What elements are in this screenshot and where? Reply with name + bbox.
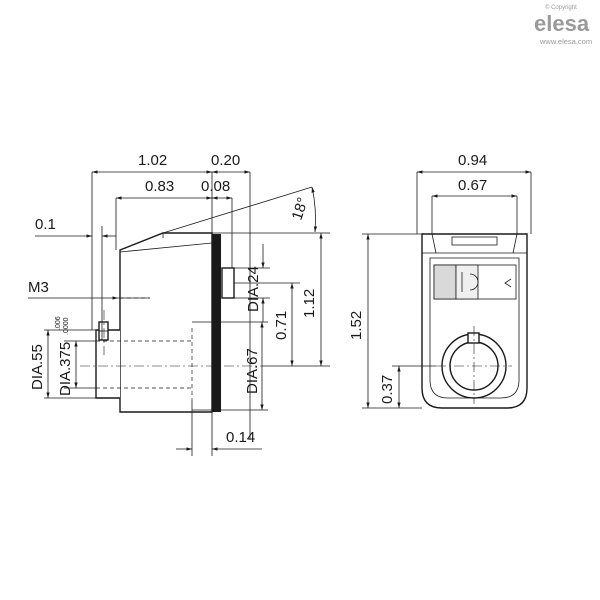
dim-0-08: 0.08	[201, 178, 230, 195]
dim-0-94: 0.94	[458, 152, 487, 169]
top-slot	[451, 236, 498, 246]
logo-text: elesa	[534, 11, 590, 36]
top-bevel-left	[431, 233, 437, 254]
angle-arc	[311, 186, 318, 233]
copyright-text: © Copyright	[545, 4, 577, 11]
tol-lower: .0000	[63, 317, 70, 335]
front-view	[421, 233, 528, 409]
dim-0-20: 0.20	[211, 152, 240, 169]
dim-0-71: 0.71	[273, 311, 290, 340]
counter-drum	[433, 264, 457, 300]
dim-m3: M3	[28, 279, 49, 296]
pin-boss	[221, 267, 235, 299]
bore-screw	[467, 332, 480, 344]
inner-frame	[429, 257, 520, 399]
dim-0-14: 0.14	[226, 429, 255, 446]
counter-digit	[455, 264, 479, 300]
dim-0-1: 0.1	[35, 216, 56, 233]
digit-glyph	[469, 273, 479, 291]
front-dimensions: 0.94 0.67 1.52 0.37	[348, 152, 532, 409]
dim-1-52: 1.52	[348, 311, 365, 340]
dim-18-deg: 18°	[289, 195, 312, 222]
brand-logo: © Copyright elesa www.elesa.com	[534, 4, 592, 46]
dim-dia-67: DIA.67	[244, 348, 261, 394]
dim-0-83: 0.83	[145, 178, 174, 195]
dim-1-12: 1.12	[301, 289, 318, 318]
housing-outline	[119, 232, 213, 413]
index-arrow	[504, 278, 512, 288]
dim-dia-375: DIA.375	[57, 342, 74, 396]
front-rim	[212, 234, 221, 412]
tol-upper: .006	[55, 316, 62, 330]
dim-0-67: 0.67	[458, 177, 487, 194]
dim-1-02: 1.02	[138, 152, 167, 169]
dim-dia-24: DIA.24	[245, 266, 262, 312]
angle-ext-line	[162, 186, 313, 234]
top-bevel-line	[119, 242, 213, 253]
dim-dia-55: DIA.55	[29, 344, 46, 390]
side-dimensions: 1.02 0.20 0.83 0.08 18° 0.1 M3 DIA.55 DI…	[28, 152, 330, 456]
side-view	[80, 232, 262, 413]
top-bevel-right	[512, 233, 518, 254]
site-text: www.elesa.com	[539, 37, 592, 46]
dim-0-37: 0.37	[379, 375, 396, 404]
